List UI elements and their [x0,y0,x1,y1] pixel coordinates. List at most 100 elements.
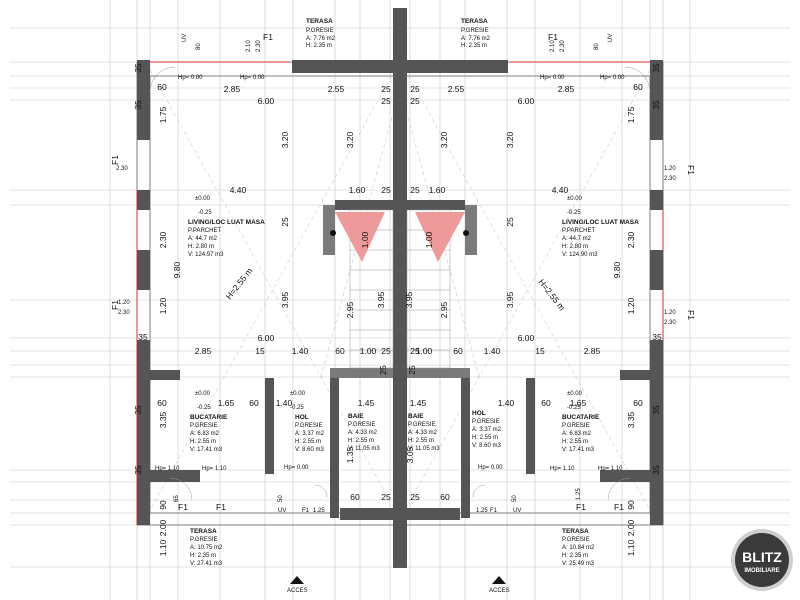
dimension-label: 2.85 [558,84,575,94]
dimension-label: 3.20 [505,131,515,148]
horizontal-dimensions: 60 2.85 2.55 25 25 2.55 2.85 60 6.00 25 … [157,82,643,502]
room-name: BUCATARIE [190,414,228,421]
dimension-label: 9.80 [172,261,182,278]
window-height-label: Hp= 0.00 [284,465,309,471]
level-zero: ±0.00 [567,196,583,202]
room-name: BUCATARIE [562,414,600,421]
room-name: TERASA [306,18,333,25]
dimension-label: 35 [133,63,143,73]
dimension-label: 1.65 [570,398,587,408]
room-height: H: 2.35 m [190,553,216,559]
dimension-label: 6.00 [518,333,535,343]
room-height: H: 2.80 m [562,244,588,250]
dimension-label: 2.95 [439,301,449,318]
dimension-label: 1.10 [626,539,636,556]
dimension-label: 35 [651,405,661,415]
room-volume: V: 11.05 m3 [348,446,380,452]
room-area: A: 10.75 m2 [190,545,223,551]
room-area: A: 7.76 m2 [306,36,336,42]
level-minus: -0.25 [197,405,211,411]
window-type-label: F1 [686,165,696,175]
room-height: H: 2.55 m [472,435,498,441]
room-volume: V: 27.41 m3 [190,561,223,567]
room-area: A: 7.76 m2 [461,36,491,42]
entrance-arrows [290,576,506,584]
dimension-label: 1.00 [424,231,434,248]
dimension-label: 1.60 [349,185,366,195]
window-size-label: 2.30 [256,40,262,52]
room-labels: TERASA P.GRESIE A: 7.76 m2 H: 2.35 m TER… [188,18,639,567]
room-floor: P.GRESIE [472,419,500,425]
window-height-label: Hp= 1.10 [598,466,623,472]
level-minus: -0.25 [198,210,212,216]
dimension-label: 1.00 [360,231,370,248]
dimension-label: 35 [652,332,662,342]
window-type-label: F1 [686,310,696,320]
dimension-label: 2.85 [584,346,601,356]
entrance-label: ACCES [287,588,308,594]
room-height: H: 2.35 m [562,553,588,559]
room-volume: V: 17.41 m3 [190,447,223,453]
wall-thickness-labels: 35 35 35 35 35 35 35 35 35 35 [133,63,662,475]
level-minus: -0.25 [290,405,304,411]
window-type-label: F1 [110,300,120,310]
window-type-label: F1 [614,502,624,512]
room-volume: V: 11.05 m3 [408,446,440,452]
room-area: A: 6.83 m2 [562,431,592,437]
window-height-label: Hp= 1.10 [155,466,180,472]
room-name: TERASA [562,528,589,535]
window-size-label: 80 [196,43,202,50]
dimension-label: 60 [249,398,259,408]
dimension-label: 3.35 [626,411,636,428]
dimension-label: 15 [255,346,265,356]
logo-sub: IMOBILIARE [744,568,779,574]
dimension-label: 35 [651,100,661,110]
dimension-label: 2.85 [224,84,241,94]
room-volume: V: 124.90 m3 [562,252,598,258]
room-area: A: 44.7 m2 [562,236,592,242]
window-size-label: 1.25 [576,488,582,500]
room-name: HOL [472,410,486,417]
dimension-label: 1.40 [498,398,515,408]
dimension-label: 3.95 [505,291,515,308]
dimension-label: 60 [335,346,345,356]
room-volume: V: 124.97 m3 [188,252,224,258]
dimension-label: 25 [505,217,515,227]
room-name: TERASA [190,528,217,535]
room-area: A: 3.37 m2 [295,431,325,437]
dimension-label: 2.85 [195,346,212,356]
level-minus: -0.25 [567,405,581,411]
window-height-label: Hp= 0.00 [240,75,265,81]
room-floor: P.GRESIE [190,423,218,429]
window-height-label: Hp= 0.00 [178,75,203,81]
level-minus: -0.25 [567,210,581,216]
room-name: LIVING/LOC LUAT MASA [562,219,639,226]
room-volume: V: 8.60 m3 [295,447,324,453]
dimension-label: 35 [133,465,143,475]
dimension-label: 1.45 [358,398,375,408]
logo-brand: BLITZ [742,549,782,565]
room-floor: P.GRESIE [295,423,323,429]
dimension-label: 15 [535,346,545,356]
window-type-label: UV [513,508,521,514]
dimension-label: 25 [410,492,420,502]
dimension-label: 35 [651,63,661,73]
window-size-label: 50 [278,495,284,502]
window-size-label: 2.30 [118,310,130,316]
dimension-label: 3.95 [404,291,414,308]
window-size-label: 2.10 [246,40,252,52]
room-height: H: 2.55 m [190,439,216,445]
dimension-label: 90 [626,500,636,510]
slope-label: H=2.55 m [536,277,567,312]
window-size-label: 1.25 [313,508,325,514]
window-type-label: UV [608,34,614,42]
room-name: HOL [295,414,309,421]
stair-wedges [330,212,469,262]
dimension-label: 3.20 [439,131,449,148]
dimension-label: 1.40 [292,346,309,356]
dimension-label: 6.00 [258,333,275,343]
dimension-label: 25 [280,217,290,227]
room-name: BAIE [408,413,424,420]
room-volume: V: 25.49 m3 [562,561,595,567]
